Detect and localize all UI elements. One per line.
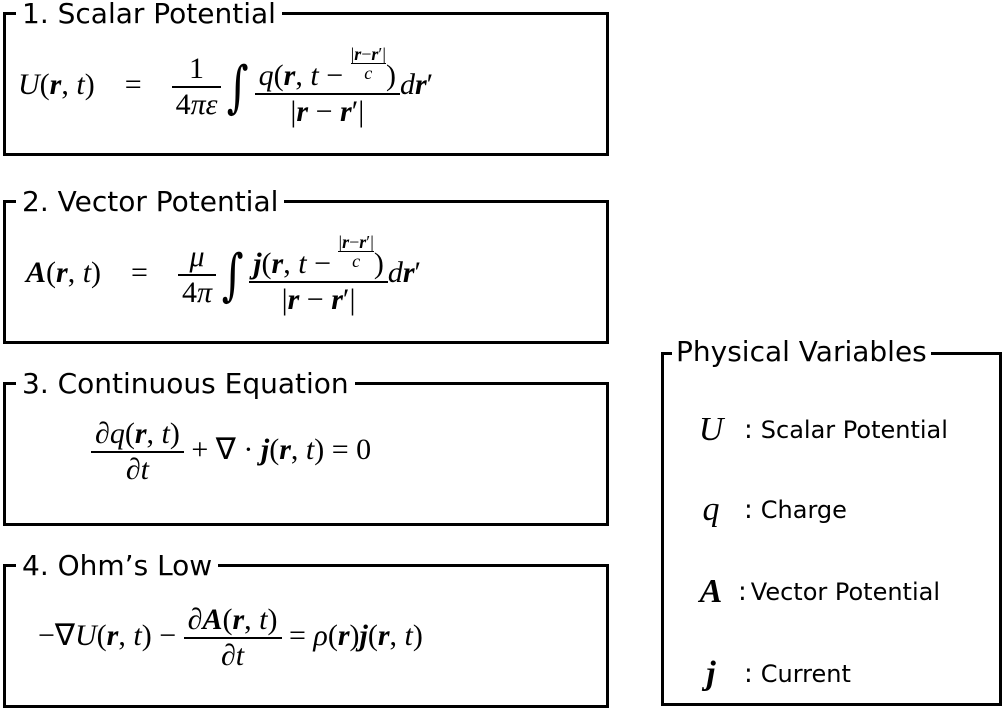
legend-colon: :	[738, 577, 747, 607]
legend-description: Vector Potential	[750, 578, 941, 606]
continuous-equation-formula: ∂q(r, t)∂t + ∇ · j(r, t) = 0	[91, 417, 371, 487]
ohms-law-title: 4. Ohm’s Low	[16, 551, 219, 581]
legend-description: Current	[760, 660, 851, 688]
scalar-potential-title: 1. Scalar Potential	[16, 0, 282, 29]
vector-potential-title: 2. Vector Potential	[16, 187, 285, 217]
legend-symbol: q	[702, 491, 720, 528]
legend-colon: :	[744, 659, 753, 689]
legend-symbol: A	[699, 573, 723, 610]
ohms-law-equation: −∇U(r, t) − ∂A(r, t)∂t = ρ(r)j(r, t)	[38, 603, 423, 672]
physical-variables-box: Physical Variables U : Scalar Potential …	[661, 337, 1002, 706]
legend-item: j : Current	[686, 649, 851, 699]
legend-description: Scalar Potential	[760, 416, 948, 444]
legend-symbol: U	[698, 411, 724, 448]
legend-colon: :	[744, 495, 753, 525]
physical-variables-title: Physical Variables	[672, 337, 931, 367]
legend-item: U : Scalar Potential	[686, 405, 948, 455]
legend-item: q : Charge	[686, 485, 847, 535]
legend-item: A : Vector Potential	[686, 567, 940, 617]
ohms-law-box: 4. Ohm’s Low −∇U(r, t) − ∂A(r, t)∂t = ρ(…	[3, 551, 609, 708]
legend-symbol: j	[706, 655, 716, 692]
continuous-equation-box: 3. Continuous Equation ∂q(r, t)∂t + ∇ · …	[3, 369, 609, 526]
continuous-equation-title: 3. Continuous Equation	[16, 369, 355, 399]
legend-description: Charge	[760, 496, 847, 524]
legend-colon: :	[744, 415, 753, 445]
